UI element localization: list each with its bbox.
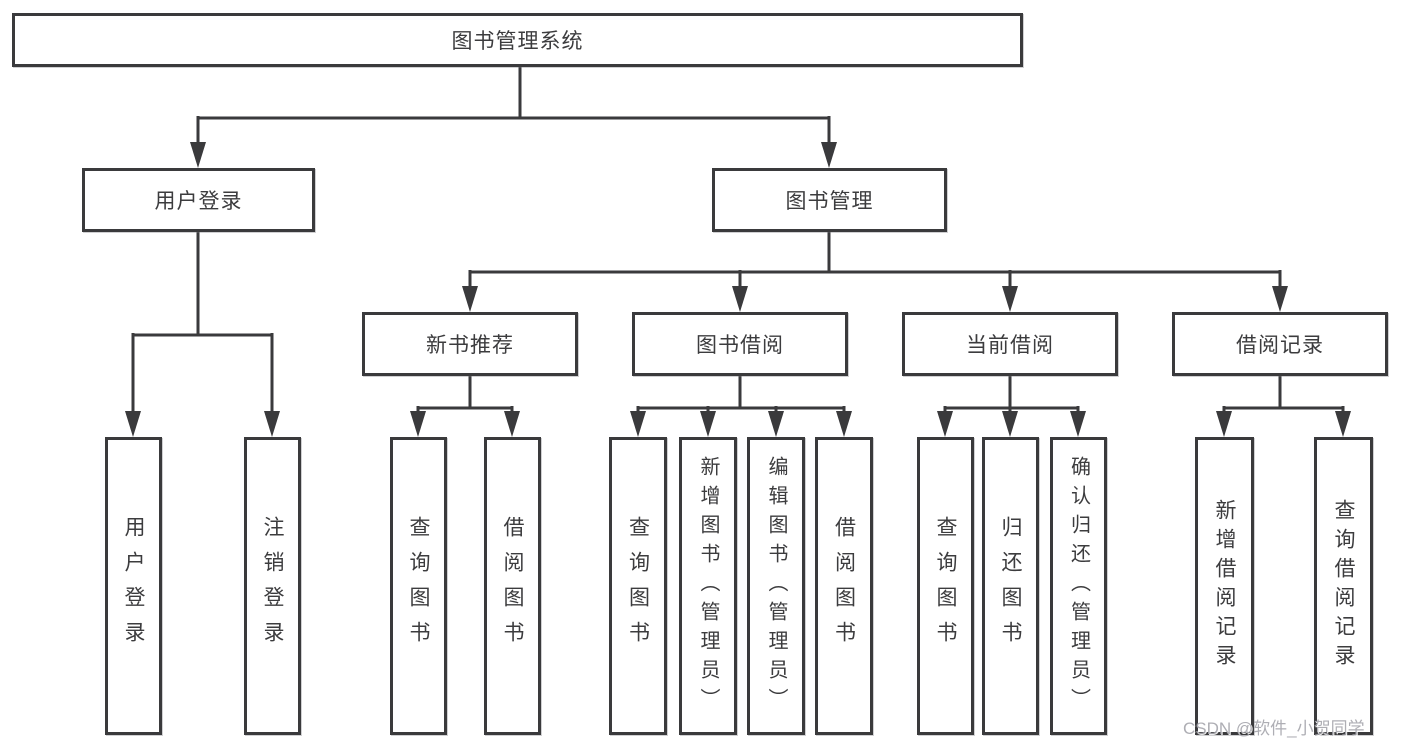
leaf-edit-books-admin-label: 编辑图书（管理员） [765, 455, 787, 717]
csdn-watermark: CSDN @软件_小贺同学 [1183, 719, 1365, 738]
node-new-book-recommend-label: 新书推荐 [426, 334, 514, 357]
arrow-down-icon [732, 286, 748, 312]
arrow-down-icon [1002, 286, 1018, 312]
node-borrow-records-label: 借阅记录 [1236, 334, 1324, 357]
leaf-current-query-books: 查询图书 [917, 437, 974, 735]
leaf-recommend-query-books: 查询图书 [390, 437, 447, 735]
arrow-down-icon [462, 286, 478, 312]
leaf-logout-label: 注销登录 [261, 516, 284, 656]
leaf-edit-books-admin: 编辑图书（管理员） [747, 437, 805, 735]
arrow-down-icon [836, 411, 852, 437]
arrow-down-icon [937, 411, 953, 437]
leaf-confirm-return-admin: 确认归还（管理员） [1050, 437, 1107, 735]
leaf-user-login: 用户登录 [105, 437, 162, 735]
arrow-down-icon [821, 142, 837, 168]
arrow-down-icon [630, 411, 646, 437]
arrow-down-icon [410, 411, 426, 437]
node-book-management-label: 图书管理 [785, 190, 874, 213]
leaf-add-borrow-record-label: 新增借阅记录 [1213, 499, 1236, 673]
arrow-down-icon [1070, 411, 1086, 437]
node-root-system: 图书管理系统 [12, 13, 1023, 67]
leaf-add-borrow-record: 新增借阅记录 [1195, 437, 1254, 735]
leaf-add-books-admin: 新增图书（管理员） [679, 437, 737, 735]
connector-current-borrow [943, 375, 1080, 413]
leaf-recommend-borrow-books-label: 借阅图书 [501, 516, 524, 656]
leaf-recommend-query-books-label: 查询图书 [407, 516, 430, 656]
leaf-confirm-return-admin-label: 确认归还（管理员） [1067, 455, 1090, 717]
node-root-system-label: 图书管理系统 [451, 30, 584, 53]
leaf-recommend-borrow-books: 借阅图书 [484, 437, 541, 735]
arrow-down-icon [125, 411, 141, 437]
leaf-logout: 注销登录 [244, 437, 301, 735]
leaf-borrow-books: 借阅图书 [815, 437, 873, 735]
node-user-login-label: 用户登录 [154, 190, 243, 213]
leaf-user-login-label: 用户登录 [122, 516, 145, 656]
leaf-current-query-books-label: 查询图书 [934, 516, 957, 656]
leaf-query-borrow-record-label: 查询借阅记录 [1332, 499, 1355, 673]
node-current-borrow: 当前借阅 [902, 312, 1118, 376]
leaf-borrow-query-books-label: 查询图书 [626, 516, 650, 656]
arrow-down-icon [1335, 411, 1351, 437]
node-new-book-recommend: 新书推荐 [362, 312, 578, 376]
arrow-down-icon [700, 411, 716, 437]
connector-user-login [131, 232, 274, 412]
node-user-login: 用户登录 [82, 168, 315, 232]
node-book-management: 图书管理 [712, 168, 947, 232]
node-book-borrow-label: 图书借阅 [696, 334, 784, 357]
leaf-return-books-label: 归还图书 [999, 516, 1022, 656]
arrow-down-icon [1216, 411, 1232, 437]
leaf-borrow-query-books: 查询图书 [609, 437, 667, 735]
connector-book-borrow [636, 375, 846, 413]
connector-new-book-recommend [416, 375, 514, 413]
connector-root [196, 66, 831, 146]
node-book-borrow: 图书借阅 [632, 312, 848, 376]
leaf-borrow-books-label: 借阅图书 [832, 516, 856, 656]
arrow-down-icon [504, 411, 520, 437]
node-borrow-records: 借阅记录 [1172, 312, 1388, 376]
leaf-add-books-admin-label: 新增图书（管理员） [697, 455, 719, 717]
connector-borrow-records [1222, 375, 1345, 413]
arrow-down-icon [1272, 286, 1288, 312]
arrow-down-icon [264, 411, 280, 437]
arrow-down-icon [190, 142, 206, 168]
leaf-return-books: 归还图书 [982, 437, 1039, 735]
node-current-borrow-label: 当前借阅 [966, 334, 1054, 357]
leaf-query-borrow-record: 查询借阅记录 [1314, 437, 1373, 735]
arrow-down-icon [768, 411, 784, 437]
connector-book-management [468, 232, 1282, 289]
arrow-down-icon [1002, 411, 1018, 437]
